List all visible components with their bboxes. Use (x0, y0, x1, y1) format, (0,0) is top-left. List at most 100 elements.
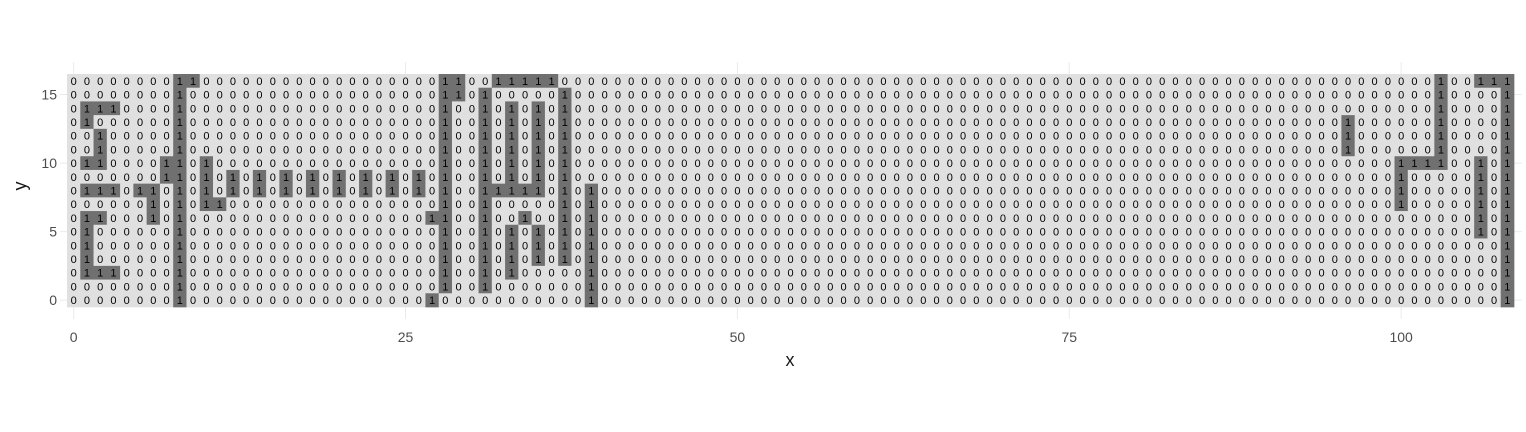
heatmap-cell: 0 (611, 101, 625, 116)
heatmap-cell: 0 (1235, 211, 1249, 226)
heatmap-cell-label: 0 (880, 158, 886, 170)
heatmap-cell-label: 0 (110, 240, 116, 252)
heatmap-cell-label: 0 (920, 254, 926, 266)
heatmap-tile (757, 197, 771, 212)
heatmap-cell: 0 (956, 128, 971, 143)
heatmap-cell-label: 0 (1265, 172, 1271, 184)
heatmap-tile (1168, 101, 1183, 116)
heatmap-cell-label: 0 (721, 254, 727, 266)
heatmap-cell: 0 (823, 128, 838, 143)
heatmap-cell-label: 0 (1119, 172, 1125, 184)
heatmap-cell: 0 (1407, 211, 1422, 226)
heatmap-cell: 0 (1367, 238, 1382, 253)
heatmap-cell: 0 (213, 101, 227, 116)
heatmap-cell: 0 (491, 142, 506, 157)
heatmap-cell: 0 (730, 142, 745, 157)
heatmap-tile (810, 115, 825, 130)
heatmap-cell: 1 (531, 115, 546, 130)
heatmap-cell-label: 0 (761, 240, 767, 252)
heatmap-cell-label: 0 (296, 103, 302, 115)
heatmap-cell: 0 (518, 156, 532, 171)
heatmap-cell: 0 (226, 238, 240, 253)
heatmap-cell-label: 0 (1464, 213, 1470, 225)
heatmap-cell-label: 0 (947, 240, 953, 252)
heatmap-cell: 0 (1208, 74, 1223, 89)
heatmap-cell-label: 0 (1438, 172, 1444, 184)
heatmap-cell: 0 (1261, 74, 1276, 89)
heatmap-cell: 0 (730, 211, 745, 226)
heatmap-cell-label: 0 (336, 240, 342, 252)
heatmap-cell-label: 0 (641, 268, 647, 280)
heatmap-tile (120, 87, 134, 102)
heatmap-cell-label: 0 (495, 144, 501, 156)
heatmap-tile (412, 169, 426, 184)
heatmap-cell: 0 (651, 211, 665, 226)
heatmap-cell-label: 0 (429, 76, 435, 88)
heatmap-cell: 0 (876, 265, 891, 280)
heatmap-tile (478, 101, 493, 116)
heatmap-cell-label: 0 (907, 131, 913, 143)
heatmap-cell: 0 (544, 252, 559, 267)
heatmap-cell-label: 0 (933, 213, 939, 225)
heatmap-tile (1208, 156, 1223, 171)
heatmap-cell-label: 0 (1491, 144, 1497, 156)
heatmap-tile (93, 183, 108, 198)
heatmap-cell-label: 0 (801, 76, 807, 88)
heatmap-tile (1089, 142, 1103, 157)
heatmap-tile (279, 211, 294, 226)
heatmap-cell-label: 0 (416, 213, 422, 225)
heatmap-cell: 0 (850, 128, 864, 143)
heatmap-tile (1235, 156, 1249, 171)
heatmap-tile (199, 74, 214, 89)
heatmap-cell-label: 0 (363, 227, 369, 239)
heatmap-cell-label: 0 (522, 131, 528, 143)
heatmap-cell: 0 (292, 265, 307, 280)
heatmap-tile (412, 156, 426, 171)
heatmap-tile (159, 197, 174, 212)
heatmap-tile (332, 156, 347, 171)
heatmap-cell-label: 0 (681, 213, 687, 225)
heatmap-cell: 0 (1075, 183, 1090, 198)
heatmap-cell-label: 0 (296, 240, 302, 252)
heatmap-tile (199, 156, 214, 171)
heatmap-tile (996, 101, 1010, 116)
heatmap-tile (1367, 115, 1382, 130)
heatmap-cell: 0 (199, 87, 214, 102)
heatmap-cell-label: 0 (854, 158, 860, 170)
heatmap-cell-label: 0 (495, 131, 501, 143)
heatmap-cell: 0 (1142, 169, 1156, 184)
heatmap-cell: 0 (690, 169, 705, 184)
heatmap-cell: 0 (305, 279, 320, 294)
heatmap-cell: 0 (1235, 128, 1249, 143)
heatmap-tile (916, 87, 931, 102)
heatmap-cell: 0 (1275, 238, 1289, 253)
heatmap-cell-label: 0 (681, 103, 687, 115)
heatmap-tile (797, 101, 811, 116)
heatmap-cell: 0 (1142, 142, 1156, 157)
heatmap-cell-label: 0 (1026, 186, 1032, 198)
heatmap-cell: 0 (93, 197, 108, 212)
heatmap-cell: 0 (982, 252, 997, 267)
heatmap-tile (438, 156, 453, 171)
heatmap-cell: 0 (1155, 211, 1170, 226)
heatmap-cell: 0 (1182, 224, 1196, 239)
heatmap-cell-label: 0 (230, 117, 236, 129)
heatmap-tile (823, 128, 838, 143)
heatmap-cell: 0 (1182, 101, 1196, 116)
heatmap-cell-label: 0 (960, 227, 966, 239)
heatmap-cell-label: 0 (894, 131, 900, 143)
heatmap-tile (305, 197, 320, 212)
heatmap-cell: 0 (120, 115, 134, 130)
heatmap-cell: 0 (412, 197, 426, 212)
heatmap-cell: 0 (226, 197, 240, 212)
heatmap-cell-label: 0 (854, 90, 860, 102)
heatmap-tile (438, 183, 453, 198)
heatmap-cell: 0 (1022, 87, 1037, 102)
heatmap-cell-label: 0 (987, 103, 993, 115)
heatmap-cell: 0 (943, 197, 957, 212)
heatmap-cell-label: 0 (774, 213, 780, 225)
heatmap-cell: 0 (1036, 238, 1050, 253)
heatmap-cell: 0 (916, 142, 931, 157)
heatmap-cell: 0 (1381, 252, 1395, 267)
heatmap-cell-label: 0 (1265, 213, 1271, 225)
